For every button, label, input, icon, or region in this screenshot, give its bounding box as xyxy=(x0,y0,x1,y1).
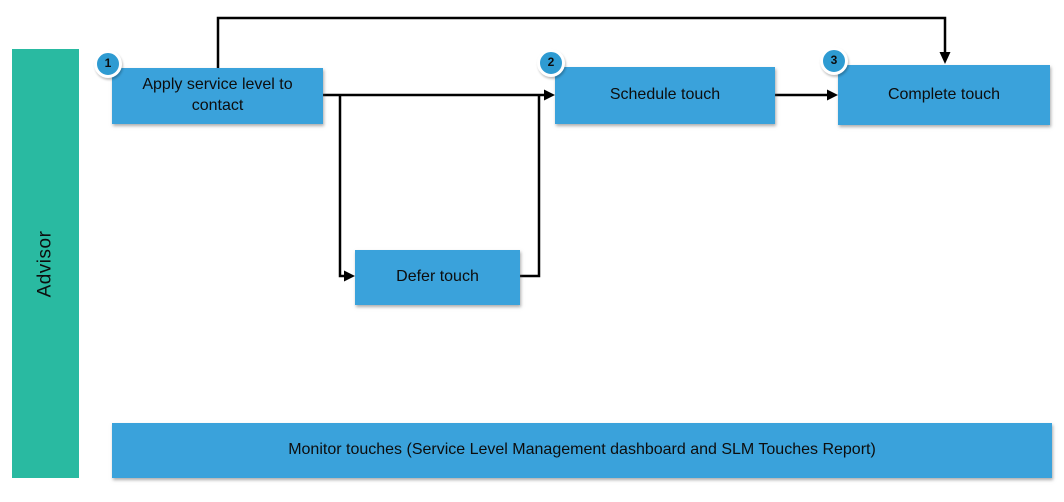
node-schedule-touch: 2 Schedule touch xyxy=(537,49,775,124)
advisor-swimlane: Advisor xyxy=(12,49,79,478)
node-apply-service-level: 1 Apply service level to contact xyxy=(94,50,323,124)
node-apply-service-level-label: Apply service level to contact xyxy=(142,76,293,114)
node-monitor-touches: Monitor touches (Service Level Managemen… xyxy=(112,423,1052,478)
node-schedule-touch-label: Schedule touch xyxy=(609,86,721,104)
step-badge-3: 3 xyxy=(820,47,848,75)
node-defer-touch-label: Defer touch xyxy=(396,268,479,286)
node-complete-touch-label: Complete touch xyxy=(887,85,1001,103)
node-defer-touch: Defer touch xyxy=(355,250,520,305)
edge-defer-to-schedule xyxy=(520,95,541,278)
advisor-swimlane-label: Advisor xyxy=(34,230,56,297)
node-monitor-touches-label: Monitor touches (Service Level Managemen… xyxy=(288,441,876,459)
edge-apply-to-defer xyxy=(338,95,344,278)
arrowhead-into-schedule xyxy=(544,89,555,101)
arrowhead-into-complete-left xyxy=(827,89,838,101)
arrowhead-into-defer xyxy=(344,270,355,282)
arrowhead-into-complete-top xyxy=(939,52,951,64)
step-badge-2: 2 xyxy=(537,49,565,77)
node-complete-touch: 3 Complete touch xyxy=(820,47,1050,125)
step-badge-1: 1 xyxy=(94,50,122,78)
